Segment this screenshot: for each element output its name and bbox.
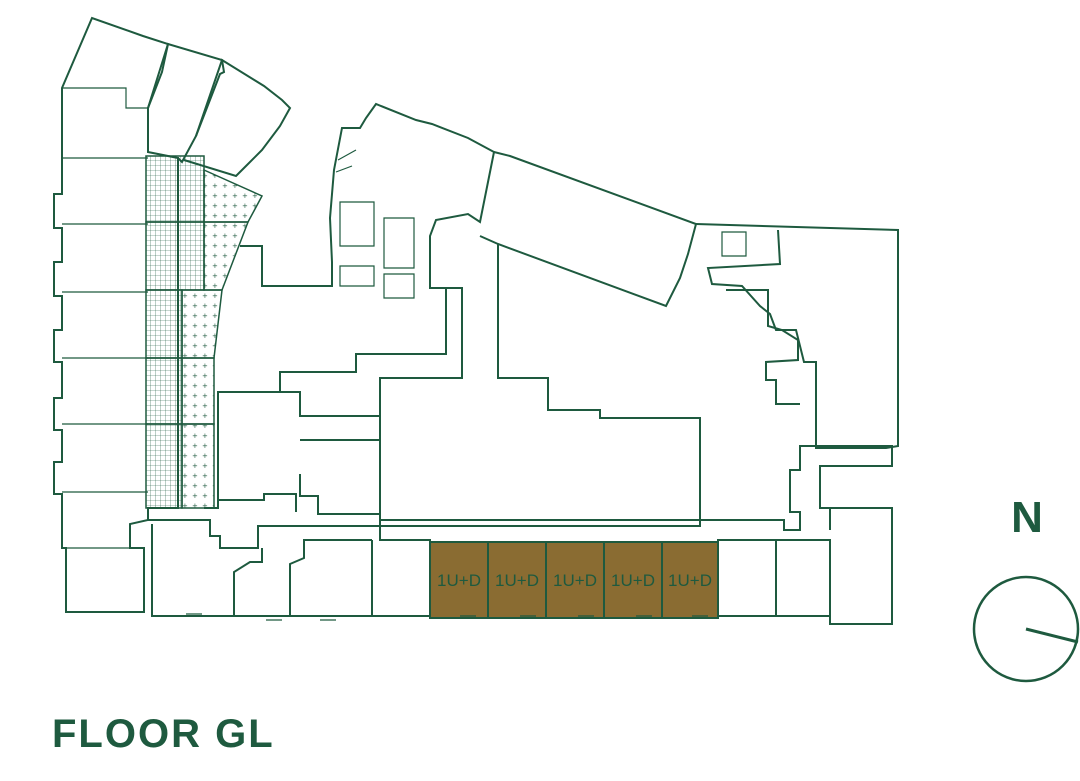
unit-label-5: 1U+D bbox=[668, 571, 712, 590]
north-label: N bbox=[1011, 493, 1043, 542]
floor-title: FLOOR GL bbox=[52, 712, 275, 756]
unit-1[interactable] bbox=[429, 541, 489, 619]
unit-3[interactable] bbox=[545, 541, 605, 619]
unit-label-3: 1U+D bbox=[553, 571, 597, 590]
unit-5[interactable] bbox=[661, 541, 719, 619]
west-wing bbox=[53, 16, 179, 613]
unit-label-4: 1U+D bbox=[611, 571, 655, 590]
unit-label-1: 1U+D bbox=[437, 571, 481, 590]
highlighted-units: 1U+D 1U+D 1U+D 1U+D 1U+D bbox=[429, 541, 719, 619]
compass-icon bbox=[972, 575, 1080, 683]
courtyard-strip bbox=[145, 155, 264, 509]
unit-label-2: 1U+D bbox=[495, 571, 539, 590]
central-core bbox=[204, 102, 899, 531]
unit-4[interactable] bbox=[603, 541, 663, 619]
